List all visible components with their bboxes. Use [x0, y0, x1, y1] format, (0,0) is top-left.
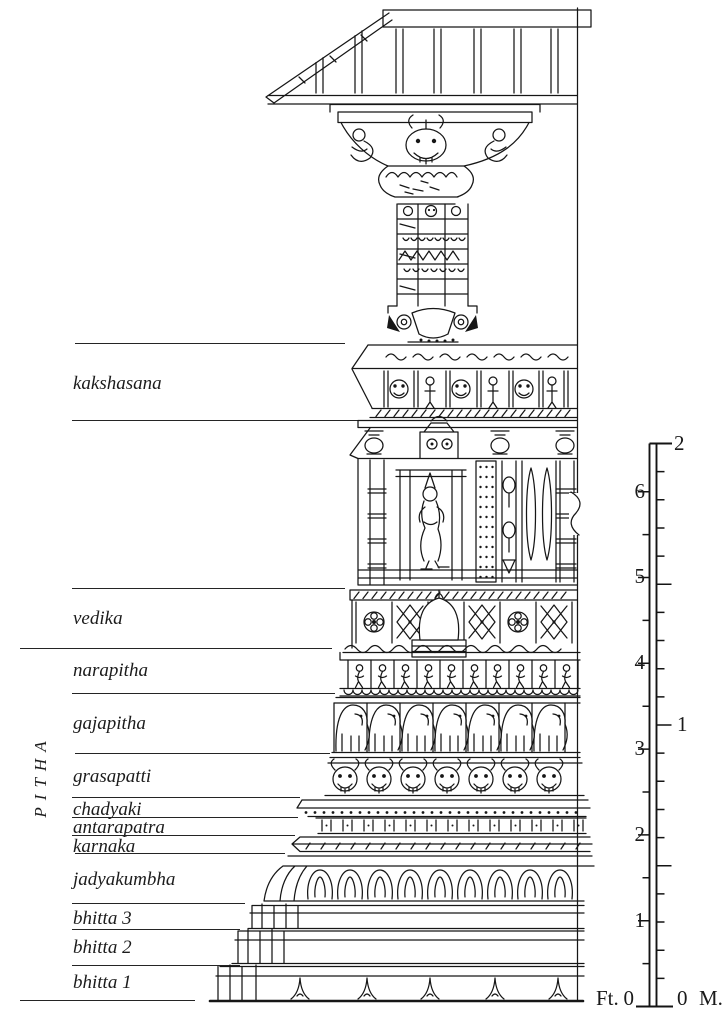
chadyaki-bead-row — [304, 811, 578, 814]
ruler-feet-6: 6 — [635, 479, 646, 503]
ruler-feet-1: 1 — [635, 908, 646, 932]
lozenge-screen — [525, 467, 553, 561]
niche-figure — [418, 472, 450, 570]
vedika-panels — [355, 601, 573, 644]
pilaster-rings — [367, 488, 577, 569]
molding-label-jadyakumbha: jadyakumbha — [73, 869, 176, 890]
leader-line — [72, 835, 295, 837]
leader-line — [72, 797, 300, 799]
molding-label-chadyaki: chadyaki — [73, 799, 142, 820]
leader-line — [20, 1000, 195, 1002]
temple-elevation-drawing — [208, 7, 595, 1003]
leader-line — [72, 903, 245, 905]
bhitta-spout-motifs — [290, 977, 568, 1000]
leader-line — [75, 343, 345, 345]
gajapitha-elephant-frieze — [333, 702, 568, 753]
molding-label-narapitha: narapitha — [73, 660, 148, 681]
kakshasana-frieze-figures — [383, 370, 569, 409]
ruler-meter-1: 1 — [677, 712, 688, 736]
vedika-wave-band — [344, 644, 562, 654]
molding-label-vedika: vedika — [73, 608, 123, 629]
molding-label-grasapatti: grasapatti — [73, 766, 152, 787]
molding-label-karnaka: karnaka — [73, 836, 136, 857]
niche-figure-head — [422, 486, 438, 502]
narapitha-figure-frieze — [343, 659, 579, 696]
leader-line — [72, 929, 240, 931]
shaft-ornament — [402, 237, 466, 273]
ruler-meter-unit: M. — [699, 986, 723, 1010]
molding-label-kakshasana: kakshasana — [73, 373, 162, 394]
leader-line — [75, 853, 285, 855]
ruler-feet-3: 3 — [635, 736, 646, 760]
vedika-shrine-dome — [418, 597, 460, 641]
ruler-meter-2: 2 — [674, 431, 685, 455]
molding-label-bhitta-3: bhitta 3 — [73, 908, 132, 929]
leader-line — [72, 965, 240, 967]
roof-rafters — [315, 28, 559, 94]
ruler-feet-unit: Ft. — [596, 986, 619, 1010]
leader-line — [72, 693, 335, 695]
lotus-petal-row — [307, 869, 573, 900]
scale-ruler: 6 5 4 3 2 1 2 1 Ft. 0 0 M. — [596, 431, 723, 1010]
ruler-feet-zero: 0 — [624, 986, 635, 1010]
ruler-ticks — [638, 470, 672, 980]
rope-moldings — [353, 409, 571, 600]
leader-line — [75, 753, 330, 755]
vedika-shrine-base — [411, 639, 467, 658]
jali-dot-screen — [479, 465, 494, 579]
karnaka-dashes — [305, 842, 581, 850]
antarapatra-blocks — [321, 819, 584, 832]
kalasha-pots — [364, 430, 575, 455]
grasapatti-face-frieze — [330, 758, 564, 794]
leader-line — [20, 648, 332, 650]
leader-line — [72, 420, 360, 422]
molding-label-bhitta-2: bhitta 2 — [73, 937, 132, 958]
coping-wave-ornament — [385, 353, 569, 361]
ruler-feet-4: 4 — [635, 650, 646, 674]
leader-line — [72, 817, 298, 819]
molding-label-gajapitha: gajapitha — [73, 713, 146, 734]
molding-label-bhitta-1: bhitta 1 — [73, 972, 132, 993]
molding-label-antarapatra: antarapatra — [73, 817, 165, 838]
leader-line — [72, 588, 345, 590]
break-mark — [570, 491, 581, 536]
ruler-meter-zero: 0 — [677, 986, 688, 1010]
ruler-feet-2: 2 — [635, 822, 646, 846]
ruler-feet-5: 5 — [635, 564, 646, 588]
